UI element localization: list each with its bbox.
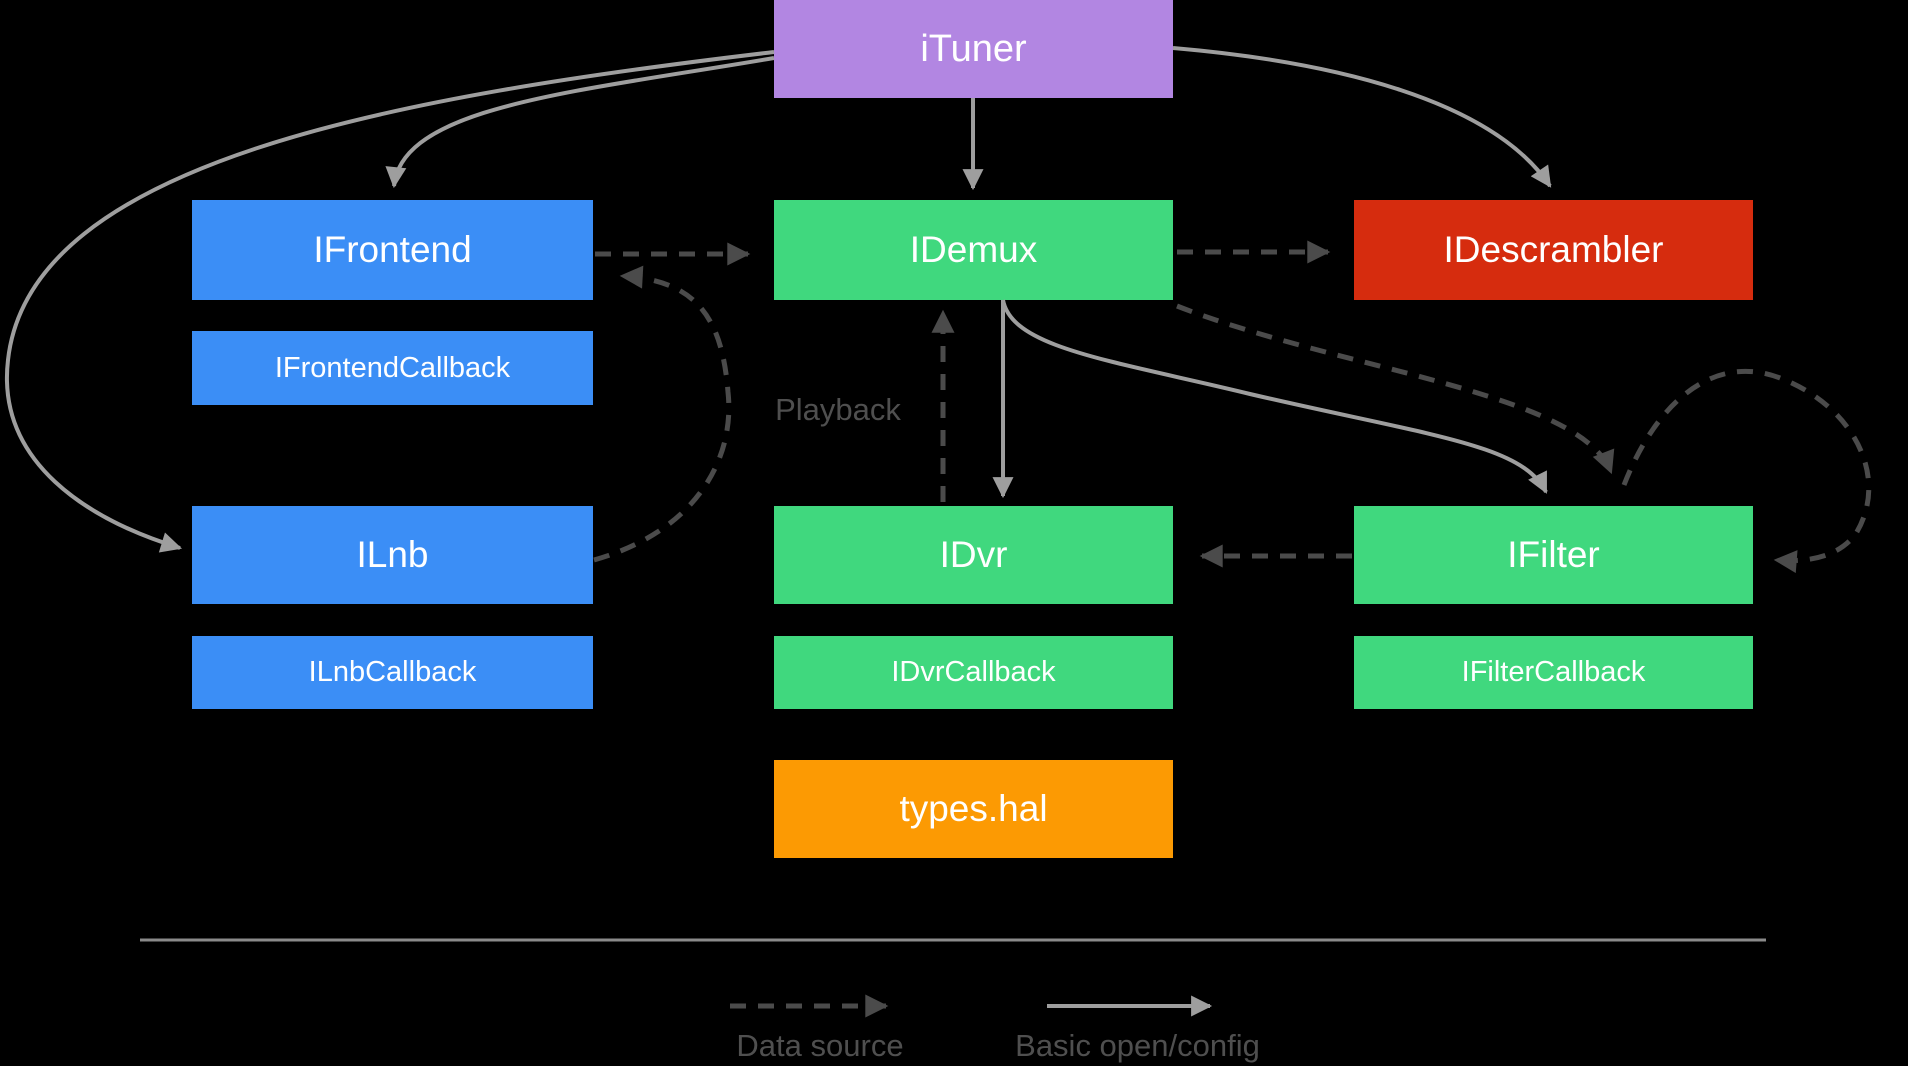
node-idescrambler: IDescrambler	[1354, 200, 1753, 300]
node-ilnb-callback: ILnbCallback	[192, 636, 593, 709]
arrow-ituner-to-ilnb	[4, 50, 775, 553]
arrow-idemux-to-ifilter-data	[1176, 303, 1615, 475]
arrow-ituner-to-idescrambler	[1172, 46, 1552, 188]
arrow-ituner-to-ifrontend	[385, 56, 775, 189]
playback-label: Playback	[775, 392, 901, 427]
node-idemux: IDemux	[774, 200, 1173, 300]
arrow-idemux-to-ifilter	[1001, 299, 1548, 494]
legend-label-basic-open-config: Basic open/config	[1015, 1028, 1260, 1063]
node-ituner: iTuner	[774, 0, 1173, 98]
node-types-hal: types.hal	[774, 760, 1173, 858]
node-idvr: IDvr	[774, 506, 1173, 604]
node-idvr-callback: IDvrCallback	[774, 636, 1173, 709]
legend-label-data-source: Data source	[736, 1028, 904, 1063]
node-ilnb: ILnb	[192, 506, 593, 604]
arrow-ilnb-to-ifrontend	[593, 265, 732, 563]
node-ifrontend-callback: IFrontendCallback	[192, 331, 593, 405]
node-ifilter: IFilter	[1354, 506, 1753, 604]
node-ifrontend: IFrontend	[192, 200, 593, 300]
node-ifilter-callback: IFilterCallback	[1354, 636, 1753, 709]
